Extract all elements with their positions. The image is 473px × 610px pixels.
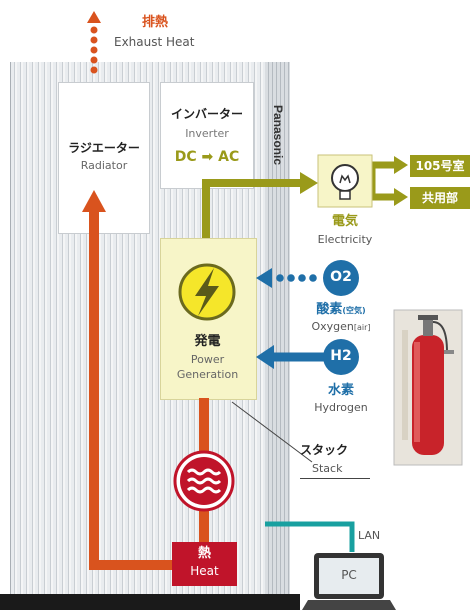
inverter-conversion: DC ➡ AC [174,149,240,165]
exhaust-label-en: Exhaust Heat [114,35,195,49]
stack-label-en: Stack [312,462,343,475]
inverter-box [160,82,254,189]
oxygen-arrow [256,268,317,288]
hydrogen-badge [323,339,359,375]
heat-label-en: Heat [190,564,219,578]
power-generation-label-en-2: Generation [176,368,239,381]
lan-label: LAN [358,529,381,542]
exhaust-label-jp: 排熱 [141,15,168,30]
power-generation-label-jp: 発電 [194,334,221,349]
bulb-icon [317,154,373,208]
electricity-label-jp: 電気 [331,214,358,229]
lan-line [265,521,355,552]
pc-icon [302,553,396,610]
hydrogen-label-en: Hydrogen [314,401,368,414]
hydrogen-symbol: H2 [330,348,352,364]
exhaust-arrow [87,11,101,74]
output-common-area-label: 共用部 [421,191,458,205]
stack-label-jp: スタック [300,443,349,457]
stack-label-underline [300,478,370,479]
electricity-line [202,156,408,238]
heat-label-jp: 熱 [197,546,211,561]
lightning-icon [178,263,236,321]
hydrogen-cylinder-image [393,309,463,466]
radiator-label-jp: ラジエーター [68,141,140,155]
heat-waves-icon [173,450,235,512]
inverter-label-jp: インバーター [170,107,243,121]
stack-callout-line [231,401,313,463]
oxygen-label-en: Oxygen[air] [298,320,384,333]
oxygen-badge [323,260,359,296]
heat-box [172,542,237,586]
hydrogen-label-jp: 水素 [327,383,354,398]
pc-label: PC [341,568,357,582]
oxygen-jp-note: (空気) [342,306,366,315]
oxygen-symbol: O2 [330,269,352,285]
oxygen-label-jp: 酸素(空気) [303,302,379,317]
hydrogen-arrow [256,345,325,369]
radiator-label-en: Radiator [80,159,128,172]
oxygen-en-main: Oxygen [311,320,354,333]
oxygen-jp-main: 酸素 [316,302,343,317]
output-room-105-label: 105号室 [415,159,465,173]
output-room-105: 105号室 [410,155,470,177]
electricity-label-en: Electricity [317,233,373,246]
power-generation-label-en-1: Power [190,353,225,366]
oxygen-en-note: [air] [353,323,371,332]
output-common-area: 共用部 [410,187,470,209]
unit-base [0,594,300,610]
unit-side-panel [265,62,290,597]
inverter-label-en: Inverter [185,127,229,140]
